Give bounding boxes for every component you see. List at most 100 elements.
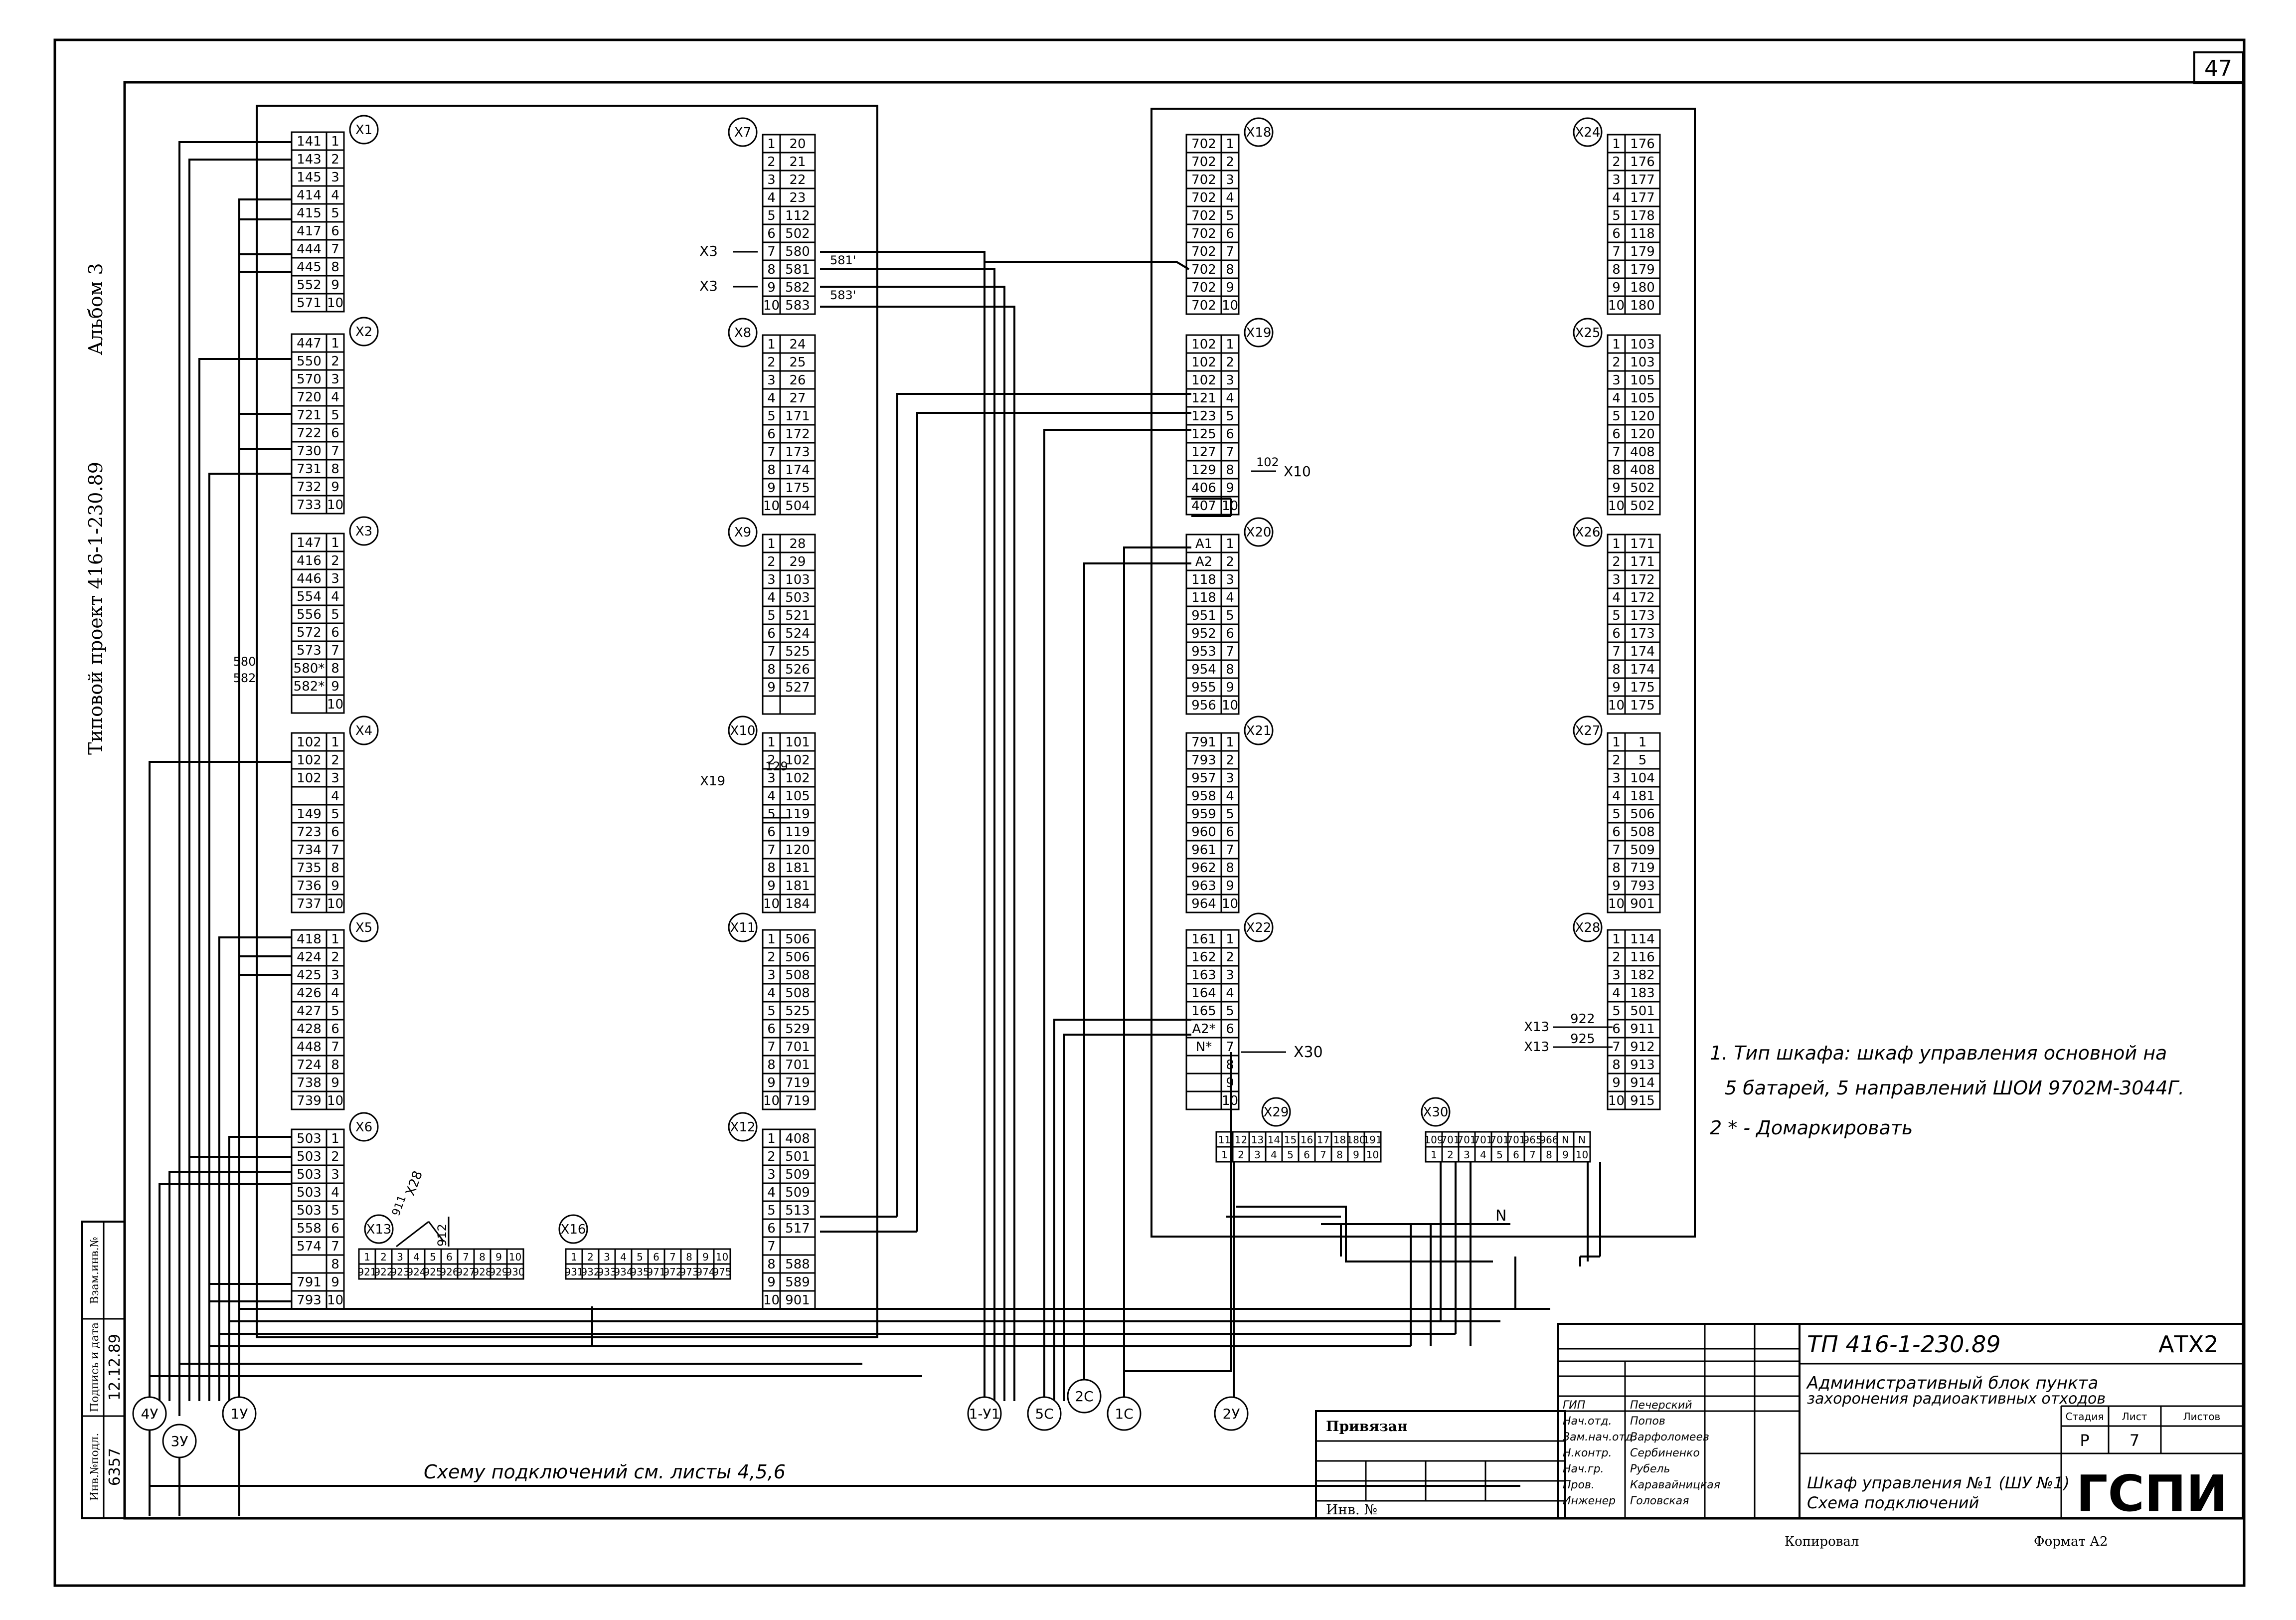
terminal-cell: 4	[1612, 986, 1621, 1001]
terminal-cell: 14	[1268, 1134, 1280, 1146]
terminal-cell: 8	[331, 1058, 339, 1073]
terminal-cell: A2	[1195, 554, 1212, 569]
terminal-cell: 702	[1191, 226, 1216, 241]
terminal-cell: 6	[767, 226, 776, 241]
terminal-cell: 4	[767, 590, 776, 605]
label-x13-b: X13	[1524, 1040, 1549, 1055]
terminal-cell: 1	[1612, 137, 1621, 152]
terminal-cell: 5	[1226, 409, 1234, 424]
terminal-cell: 506	[785, 932, 810, 947]
terminal-cell: 4	[1480, 1149, 1486, 1161]
terminal-cell: 4	[1612, 789, 1621, 804]
terminal-cell: 9	[1612, 280, 1621, 295]
block-id-label: X19	[1246, 326, 1272, 341]
terminal-cell: 4	[331, 986, 339, 1001]
terminal-cell: 4	[1612, 190, 1621, 205]
terminal-cell: 424	[297, 950, 322, 965]
terminal-cell: 6	[331, 625, 339, 640]
terminal-cell: 102	[785, 753, 810, 768]
terminal-cell: 163	[1191, 968, 1216, 983]
terminal-cell: 901	[1630, 897, 1655, 911]
terminal-cell: 8	[1336, 1149, 1343, 1161]
terminal-cell: 4	[1226, 590, 1234, 605]
terminal-cell: 2	[1612, 554, 1621, 569]
terminal-cell: 5	[637, 1251, 643, 1263]
cable-bundle-label: 1У	[231, 1406, 248, 1422]
terminal-cell: 9	[1612, 680, 1621, 695]
organization-name: ГСПИ	[2076, 1464, 2228, 1523]
terminal-cell: 20	[789, 137, 806, 152]
terminal-cell: 5	[1639, 753, 1647, 768]
terminal-cell: 8	[1546, 1149, 1552, 1161]
block-id-circle	[1421, 1097, 1451, 1127]
terminal-cell: 3	[1254, 1149, 1261, 1161]
terminal-cell: N	[1562, 1134, 1569, 1146]
terminal-cell: 143	[297, 152, 322, 167]
terminal-cell: 7	[331, 843, 339, 858]
terminal-cell: 2	[331, 553, 339, 568]
terminal-cell: 719	[785, 1093, 810, 1108]
terminal-cell: 721	[297, 408, 322, 423]
terminal-cell: 702	[1191, 137, 1216, 152]
terminal-cell: 118	[1191, 572, 1216, 587]
terminal-cell: 9	[495, 1251, 502, 1263]
terminal-cell: 2	[331, 950, 339, 965]
terminal-cell: 176	[1630, 155, 1655, 170]
terminal-cell: 5	[1612, 1004, 1621, 1019]
terminal-cell: 6	[1226, 825, 1234, 840]
terminal-cell: 7	[1226, 843, 1234, 858]
staff-name: Сербиненко	[1630, 1447, 1700, 1459]
terminal-cell: 10	[509, 1251, 521, 1263]
terminal-cell: 4	[767, 789, 776, 804]
drawing-title-2: Схема подключений	[1807, 1493, 1979, 1512]
block-id-label: X28	[1575, 920, 1601, 935]
terminal-cell: 6	[446, 1251, 453, 1263]
stamp-inv-orig: Инв.№подл.	[89, 1433, 101, 1501]
terminal-cell: 934	[614, 1266, 633, 1278]
terminal-cell: 8	[1226, 1058, 1234, 1073]
terminal-cell: 4	[767, 1185, 776, 1200]
terminal-cell: 1	[1226, 932, 1234, 947]
terminal-cell: 527	[785, 680, 810, 695]
terminal-cell: 3	[331, 1167, 339, 1182]
terminal-cell: 8	[1612, 1058, 1621, 1073]
terminal-block-x13: 1921292239234924592569267927892899291093…	[357, 1214, 525, 1280]
terminal-cell: 4	[1226, 986, 1234, 1001]
terminal-cell: 5	[331, 607, 339, 622]
sheet-number: 47	[2204, 56, 2232, 81]
cable-bundle-label: 2У	[1223, 1406, 1240, 1422]
terminal-cell: 9	[1226, 1076, 1234, 1090]
terminal-cell: 7	[669, 1251, 676, 1263]
cabinet-left-panel	[256, 105, 878, 1338]
terminal-cell: 8	[1226, 861, 1234, 876]
terminal-cell: 120	[1630, 409, 1655, 424]
terminal-cell: 8	[767, 662, 776, 677]
block-id-label: X13	[366, 1222, 392, 1237]
staff-name: Попов	[1630, 1415, 1665, 1428]
block-id-label: X1	[355, 123, 372, 138]
staff-name: Головская	[1630, 1495, 1689, 1507]
terminal-cell: A2*	[1192, 1022, 1215, 1037]
terminal-cell: 702	[1191, 262, 1216, 277]
label-wire-129: 129	[765, 759, 788, 773]
terminal-cell: 6	[1226, 626, 1234, 641]
terminal-cell: 119	[785, 807, 810, 822]
terminal-cell: 4	[331, 390, 339, 405]
terminal-cell: 731	[297, 462, 322, 477]
terminal-cell: 10	[763, 298, 780, 313]
terminal-cell: 13	[1251, 1134, 1264, 1146]
terminal-cell: 4	[1612, 391, 1621, 406]
label-neutral: N	[1495, 1207, 1506, 1225]
terminal-cell: 1	[767, 337, 776, 352]
terminal-cell: 9	[331, 1076, 339, 1090]
cable-bundle-label: 2С	[1075, 1388, 1093, 1405]
cable-bundle-label: 1-У1	[969, 1406, 1000, 1422]
terminal-cell: 926	[440, 1266, 459, 1278]
terminal-cell: 503	[297, 1149, 322, 1164]
label-wire-911: 911	[390, 1194, 409, 1218]
block-id-circle	[1261, 1097, 1291, 1127]
terminal-cell: 966	[1539, 1134, 1558, 1146]
